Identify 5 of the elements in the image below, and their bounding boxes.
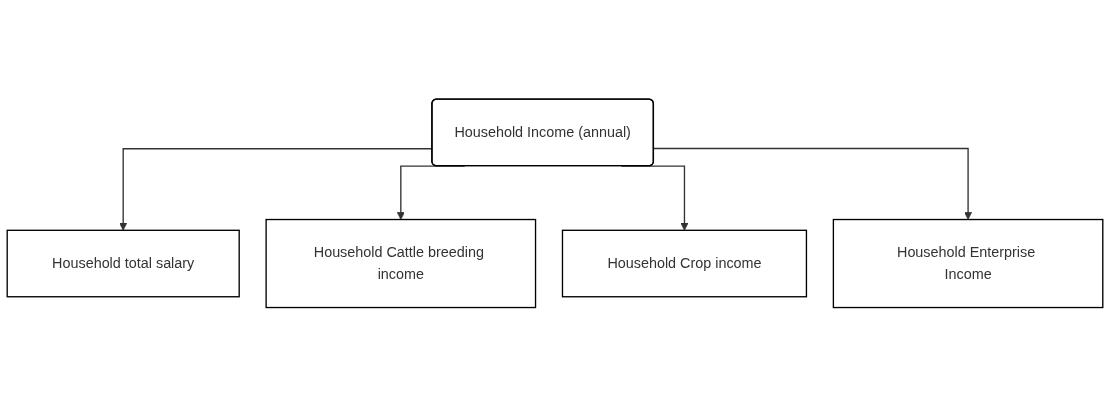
node-box: Household Cattle breeding income [265, 218, 537, 308]
node-box: Household Enterprise Income [832, 218, 1104, 308]
node-box: Household total salary [6, 229, 240, 298]
arrow [653, 147, 973, 220]
node-box: Household Crop income [561, 229, 808, 298]
